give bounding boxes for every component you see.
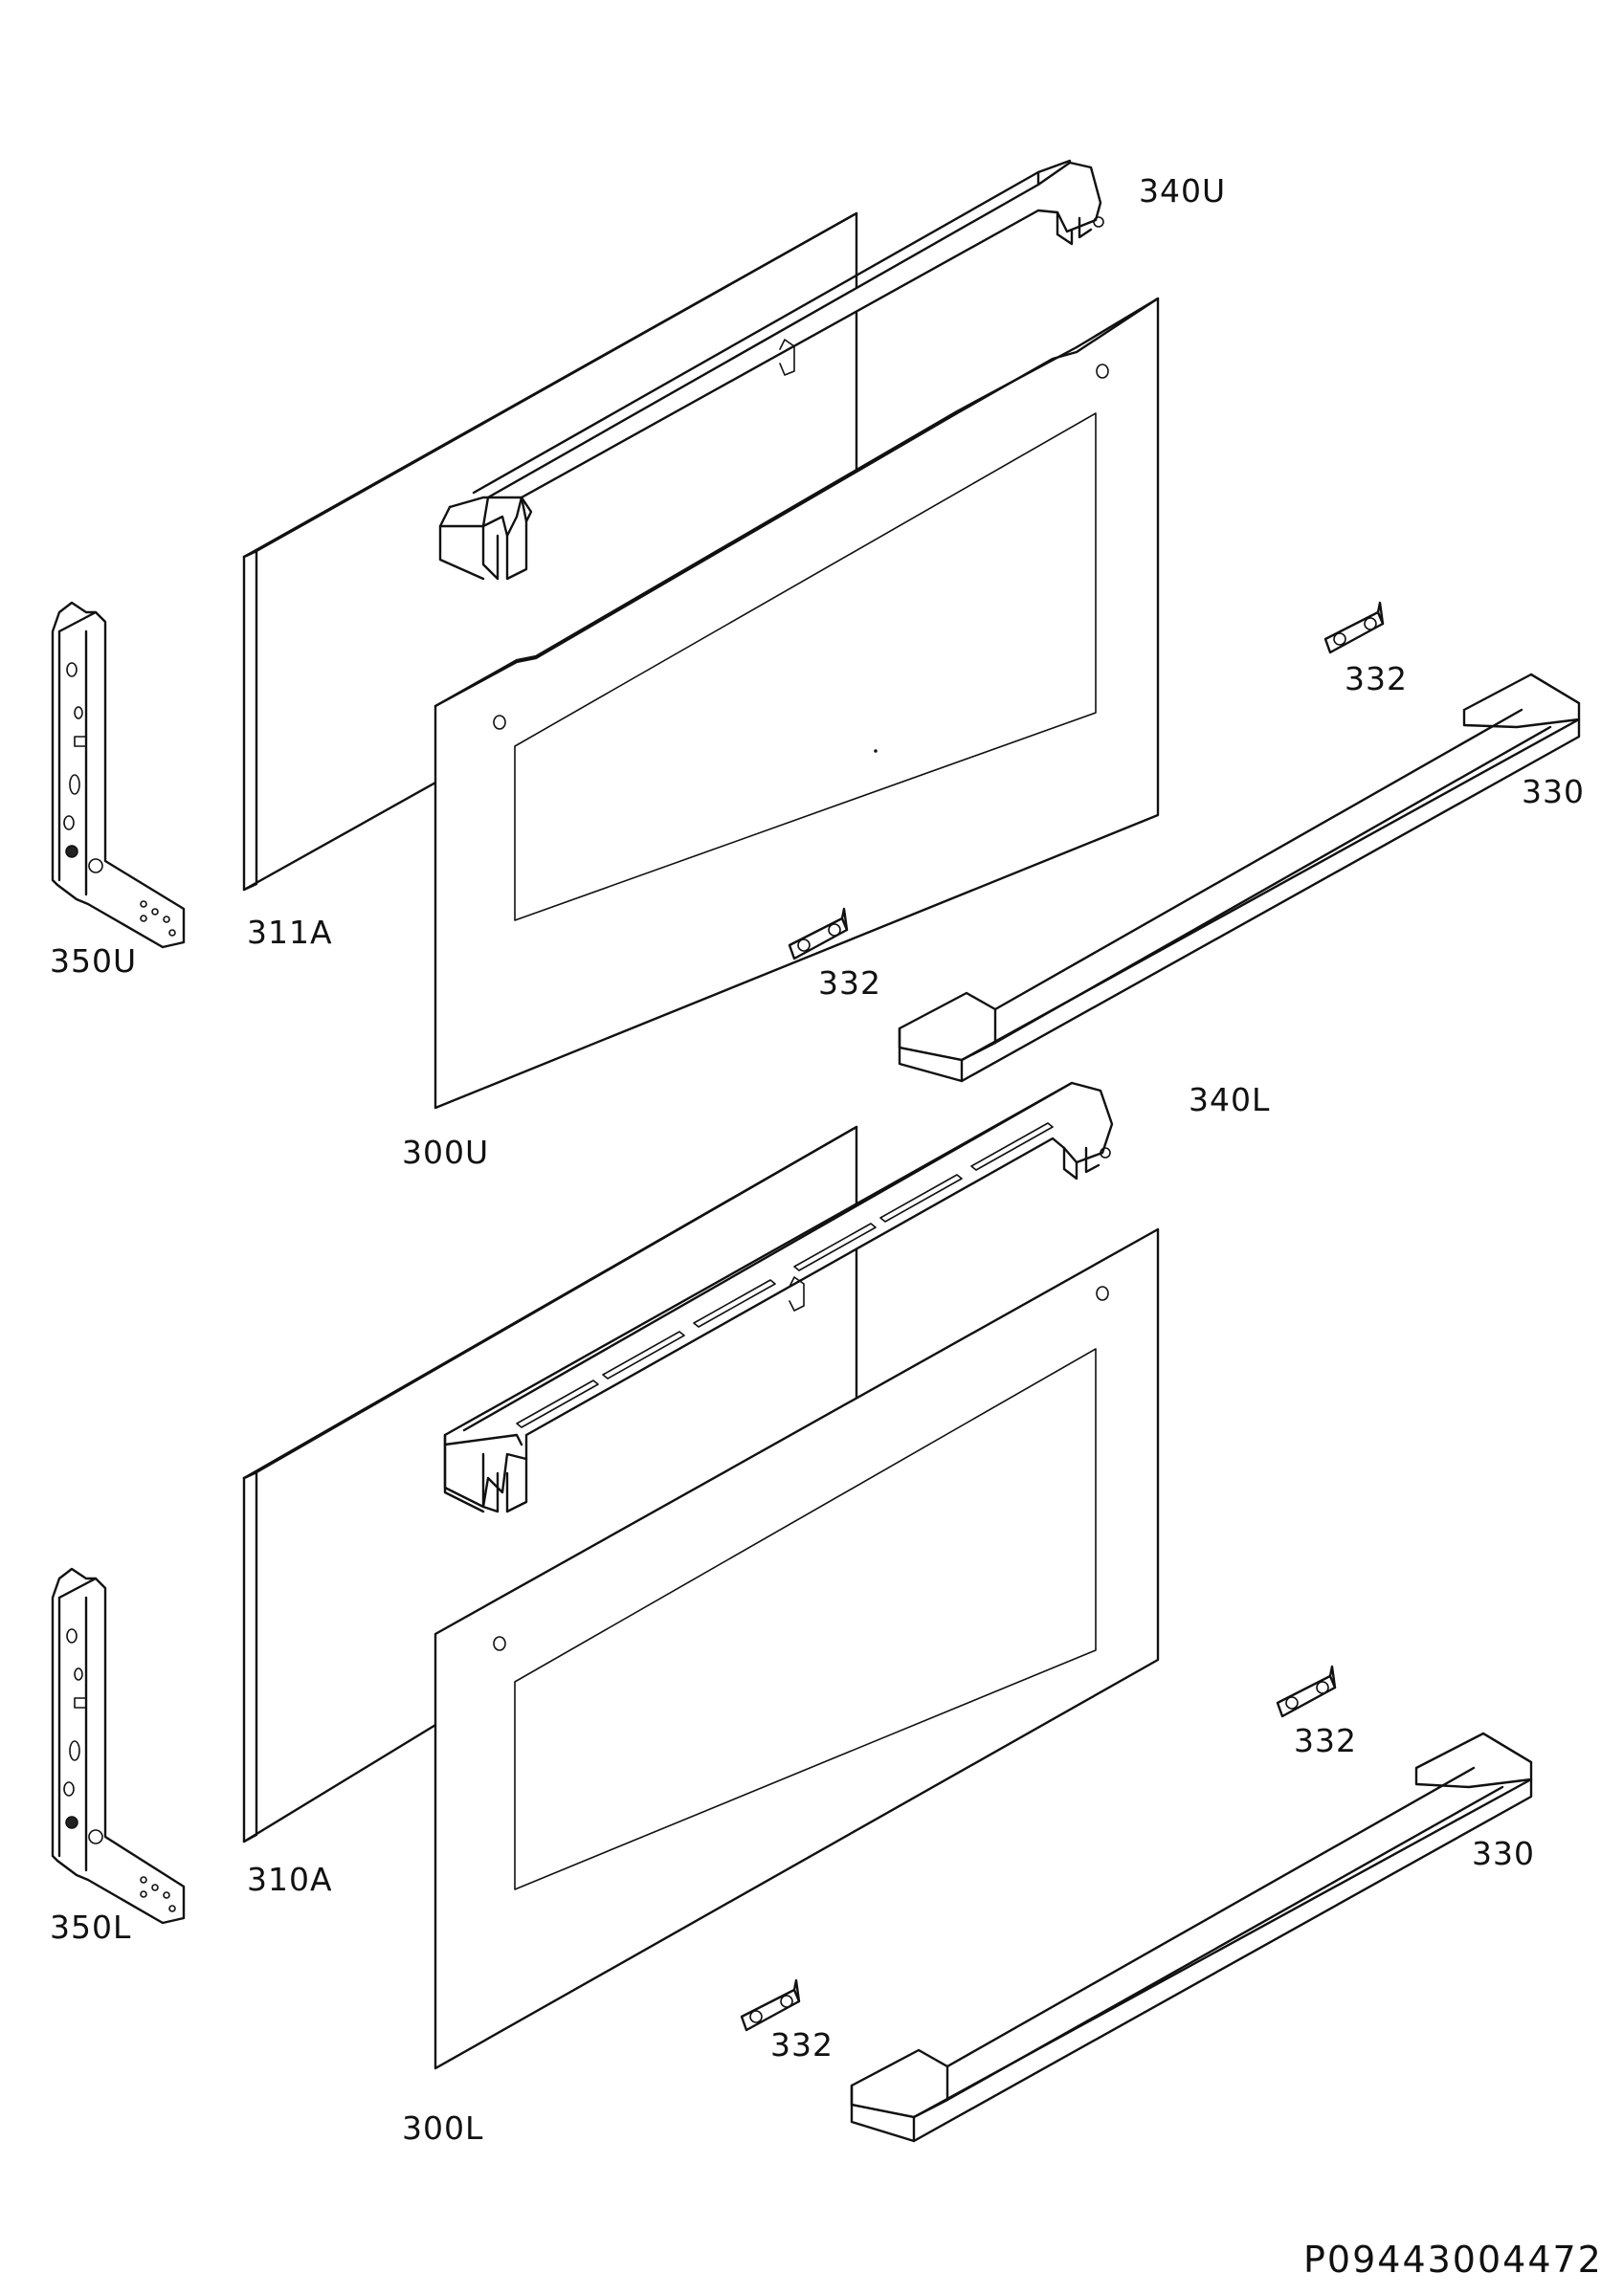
label-332-upper-center: 332: [818, 964, 881, 1002]
label-332-lower-right: 332: [1294, 1722, 1357, 1759]
part-300L-front-glass: [434, 1227, 1160, 2070]
part-332-clip-lower-center: [740, 1978, 801, 2032]
label-300U: 300U: [402, 1134, 490, 1171]
label-300L: 300L: [402, 2109, 484, 2147]
part-350L-hinge: [51, 1567, 186, 1925]
part-330-handle-upper: [898, 673, 1581, 1083]
part-300U-front-glass: [434, 297, 1160, 1110]
label-340L: 340L: [1189, 1081, 1271, 1118]
label-350U: 350U: [50, 942, 138, 980]
label-332-lower-center: 332: [770, 2026, 834, 2064]
part-340U-top-profile: [438, 159, 1104, 581]
document-id: P09443004472: [1303, 2239, 1603, 2281]
label-332-upper-right: 332: [1345, 660, 1408, 697]
label-311A: 311A: [247, 914, 333, 951]
label-340U: 340U: [1139, 172, 1227, 210]
part-332-clip-upper-center: [788, 907, 849, 960]
label-330-upper: 330: [1522, 773, 1585, 810]
label-330-lower: 330: [1472, 1835, 1535, 1872]
part-332-clip-lower-right: [1276, 1665, 1337, 1718]
part-340L-top-profile: [443, 1081, 1114, 1513]
part-332-clip-upper-right: [1323, 601, 1385, 654]
part-350U-hinge: [51, 601, 186, 949]
label-350L: 350L: [50, 1909, 132, 1946]
label-310A: 310A: [247, 1861, 333, 1898]
part-330-handle-lower: [850, 1732, 1533, 2143]
